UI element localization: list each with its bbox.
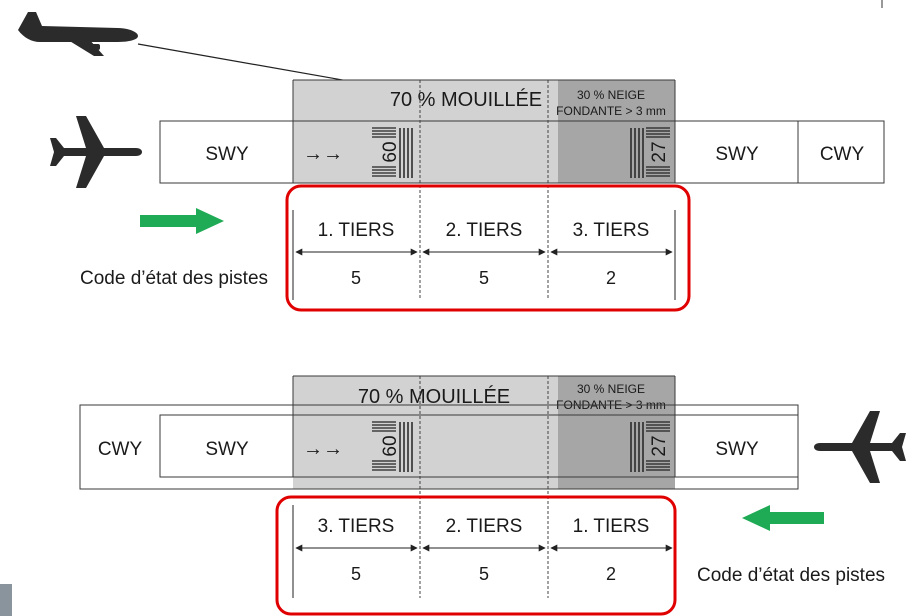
tier-label-2: 2. TIERS (446, 516, 523, 537)
tier-label-1: 1. TIERS (318, 220, 395, 241)
panel-top: 70 % MOUILLÉE 30 % NEIGE FONDANTE > 3 mm… (18, 12, 885, 312)
slush-label-line2: FONDANTE > 3 mm (556, 104, 666, 118)
rwycc-value-3: 2 (606, 268, 616, 288)
landing-direction-arrows: →→ (303, 438, 343, 460)
rwycc-value-1: 5 (351, 268, 361, 288)
clearway-left-label: CWY (98, 439, 143, 460)
threshold-number-left: 60 (380, 435, 401, 456)
airplane-topview-icon (50, 116, 142, 188)
runway-outline-main (159, 414, 799, 478)
rwycc-highlight-box (275, 495, 677, 616)
threshold-marking-left (372, 421, 413, 472)
airliner-side-icon (18, 12, 138, 56)
rwycc-highlight-box (285, 184, 691, 312)
rwycc-caption: Code d’état des pistes (80, 268, 268, 289)
stopway-left-label: SWY (205, 144, 249, 165)
landing-direction-arrows: →→ (303, 143, 343, 165)
wet-label: 70 % MOUILLÉE (390, 88, 542, 111)
tier-label-3: 3. TIERS (573, 220, 650, 241)
threshold-marking-right (630, 127, 670, 178)
tier-label-2: 2. TIERS (446, 220, 523, 241)
rwycc-value-3: 2 (606, 564, 616, 584)
wet-area (293, 80, 558, 183)
rwycc-caption: Code d’état des pistes (697, 565, 885, 586)
stopway-right-label: SWY (715, 439, 759, 460)
rwycc-value-2: 5 (479, 268, 489, 288)
green-arrow-icon (140, 208, 224, 234)
panel-bottom: 70 % MOUILLÉE 30 % NEIGE FONDANTE > 3 mm… (79, 375, 906, 616)
stopway-left-label: SWY (205, 439, 249, 460)
wet-area (293, 376, 558, 489)
clearway-right-label: CWY (820, 144, 865, 165)
rwycc-value-2: 5 (479, 564, 489, 584)
slush-label-line1: 30 % NEIGE (577, 382, 645, 396)
threshold-number-right: 27 (649, 435, 670, 456)
rwycc-value-1: 5 (351, 564, 361, 584)
threshold-marking-right (630, 421, 670, 472)
tier-label-1: 3. TIERS (318, 516, 395, 537)
tier-label-3: 1. TIERS (573, 516, 650, 537)
airplane-topview-icon (814, 411, 906, 483)
threshold-marking-left (372, 127, 413, 178)
threshold-number-right: 27 (649, 141, 670, 162)
threshold-number-left: 60 (380, 141, 401, 162)
green-arrow-icon (742, 505, 824, 531)
slush-label-line1: 30 % NEIGE (577, 88, 645, 102)
wet-label: 70 % MOUILLÉE (358, 385, 510, 408)
stopway-right-label: SWY (715, 144, 759, 165)
corner-block (0, 584, 12, 616)
runway-outline-main (159, 120, 799, 184)
